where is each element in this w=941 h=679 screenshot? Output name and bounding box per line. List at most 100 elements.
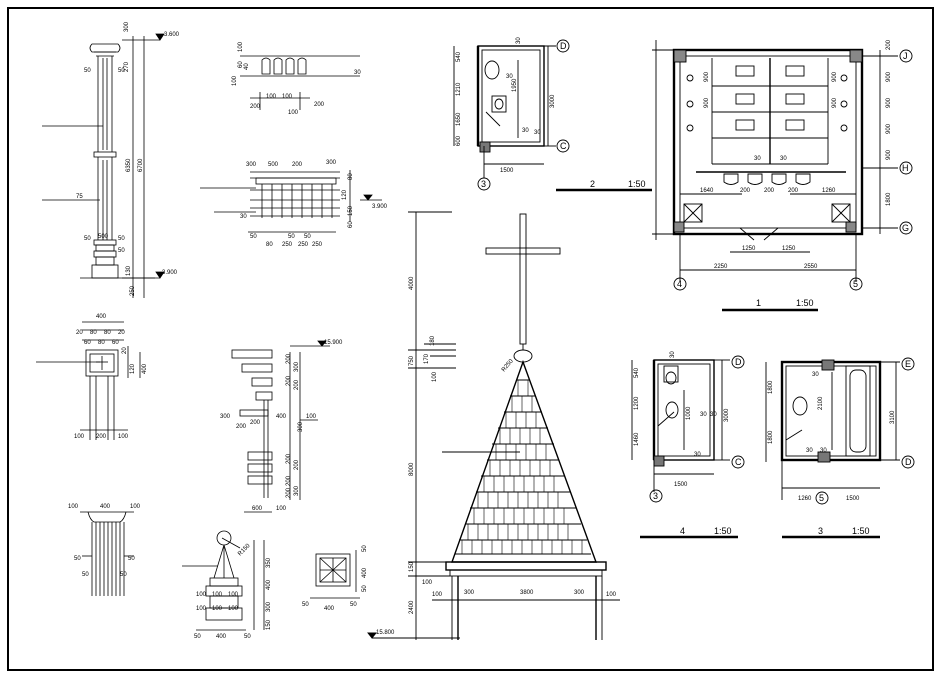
step-left-300: 300 <box>220 414 231 420</box>
plan-4-scale: 1:50 <box>714 526 732 536</box>
finial-left-100b: 100 <box>212 592 223 598</box>
spire-w-100b: 100 <box>606 592 617 598</box>
plan-1-right-900d: 900 <box>886 149 892 160</box>
plan-2-labels: D C 3 540 1210 1650 600 30 30 1950 30 30… <box>456 37 646 189</box>
plan-3-left-1800b: 1800 <box>768 430 774 444</box>
base-detail <box>80 511 134 596</box>
column-dim-270: 270 <box>124 61 130 72</box>
pier-dim-80c: 80 <box>98 340 105 346</box>
plan-3-inner-2100: 2100 <box>818 396 824 410</box>
vent-side-50b: 50 <box>362 585 368 592</box>
plan-3-right-3100: 3100 <box>890 410 896 424</box>
cornice-dim-40: 40 <box>244 63 250 70</box>
spire-w-300b: 300 <box>574 590 585 596</box>
spire-h-4000: 4000 <box>409 276 415 290</box>
plan-4-bottom-1500: 1500 <box>674 482 688 488</box>
plan-1 <box>652 40 913 312</box>
balustrade-side-150: 150 <box>348 205 354 216</box>
plan-3-grid-5: 5 <box>819 493 824 503</box>
column-dim-6350: 6350 <box>126 158 132 172</box>
plan-1-grid-5: 5 <box>853 279 858 289</box>
plan-2-grid-D: D <box>560 41 567 51</box>
spire-w-100c: 100 <box>422 580 433 586</box>
step-bottom-600: 600 <box>252 506 263 512</box>
vent-detail-labels: 50 400 50 50 400 50 <box>302 545 368 612</box>
pier-cap-detail <box>36 321 141 440</box>
spire-h-750: 750 <box>409 355 415 366</box>
vent-side-50a: 50 <box>362 545 368 552</box>
plan-3-bottom-1500: 1500 <box>846 496 860 502</box>
plan-4-grid-D: D <box>735 357 742 367</box>
plan-1-row-200b: 200 <box>764 188 775 194</box>
plan-2-inner-30a: 30 <box>516 37 522 44</box>
plan-2-inner-30c: 30 <box>522 128 529 134</box>
column-dim-6700: 6700 <box>138 158 144 172</box>
step-detail-labels: 15.900 300 200 200 400 200 300 200 200 1… <box>220 340 343 512</box>
spire-elevation <box>367 211 620 640</box>
cornice-dim-100c: 100 <box>266 94 277 100</box>
cornice-dim-60: 60 <box>238 61 244 68</box>
finial-left-100d: 100 <box>196 606 207 612</box>
cornice-dim-200a: 200 <box>250 104 261 110</box>
pier-side-120: 120 <box>130 363 136 374</box>
plan-3-inner-30a: 30 <box>812 372 819 378</box>
plan-4-left-540: 540 <box>634 367 640 378</box>
plan-4-inner-30d: 30 <box>694 452 701 458</box>
cornice-dim-100e: 100 <box>288 110 299 116</box>
column-dim-300: 300 <box>124 21 130 32</box>
plan-1-caption: 1 <box>756 298 761 308</box>
pier-dim-400: 400 <box>96 314 107 320</box>
plan-2-inner-30d: 30 <box>534 130 541 136</box>
cornice-dim-30: 30 <box>354 70 361 76</box>
finial-right-300: 300 <box>266 601 272 612</box>
balustrade-dim-250a: 250 <box>282 242 293 248</box>
plan-3-grid-E: E <box>905 359 911 369</box>
plan-1-row-200c: 200 <box>788 188 799 194</box>
pier-dim-60b: 60 <box>112 340 119 346</box>
plan-4-left-1460: 1460 <box>634 432 640 446</box>
cornice-dim-100a: 100 <box>238 41 244 52</box>
vent-detail <box>310 550 360 599</box>
column-dim-left-50b: 50 <box>84 236 91 242</box>
cornice-dim-100d: 100 <box>282 94 293 100</box>
base-detail-labels: 100 400 100 50 50 50 50 <box>68 504 141 578</box>
spire-w-300a: 300 <box>464 590 475 596</box>
plan-2-dim-3000: 3000 <box>550 94 556 108</box>
balustrade-level: 3.900 <box>372 204 388 210</box>
plan-2-grid-C: C <box>560 141 567 151</box>
pier-dim-60a: 60 <box>84 340 91 346</box>
cornice-detail <box>240 55 360 110</box>
column-detail-labels: 300 270 6350 6700 130 250 50 75 50 50 50… <box>76 21 180 296</box>
vent-bottom-50b: 50 <box>350 602 357 608</box>
step-right-200b: 200 <box>286 375 292 386</box>
pier-side-20: 20 <box>122 347 128 354</box>
plan-3-grid-D: D <box>905 457 912 467</box>
plan-1-right-200: 200 <box>886 39 892 50</box>
plan-4-grid-C: C <box>735 457 742 467</box>
spire-base-level: 15.800 <box>376 630 395 636</box>
plan-4-labels: D C 3 540 1200 1460 30 1000 30 30 30 300… <box>634 351 742 536</box>
spire-h-2400: 2400 <box>409 600 415 614</box>
step-right-200c: 200 <box>294 379 300 390</box>
pier-bottom-100b: 100 <box>118 434 129 440</box>
vent-bottom-400: 400 <box>324 606 335 612</box>
step-right-200d: 200 <box>286 453 292 464</box>
plan-1-right-900b: 900 <box>886 97 892 108</box>
pier-cap-labels: 400 20 80 80 20 60 80 60 20 120 400 100 … <box>74 314 148 440</box>
pier-dim-20b: 20 <box>118 330 125 336</box>
plan-1-inner-30a: 30 <box>754 156 761 162</box>
step-detail <box>231 340 330 513</box>
balustrade-dim-200: 200 <box>292 162 303 168</box>
plan-4-caption: 4 <box>680 526 685 536</box>
pier-side-400: 400 <box>142 363 148 374</box>
plan-4-right-3000: 3000 <box>724 408 730 422</box>
plan-1-grid-J: J <box>903 51 908 61</box>
plan-1-row-1640: 1640 <box>700 188 714 194</box>
pier-dim-80a: 80 <box>90 330 97 336</box>
column-level-top: 3.600 <box>164 32 180 38</box>
plan-4-inner-30a: 30 <box>670 351 676 358</box>
balustrade-dim-300a: 300 <box>246 162 257 168</box>
spire-w-3800: 3800 <box>520 590 534 596</box>
base-dim-50d: 50 <box>120 572 127 578</box>
